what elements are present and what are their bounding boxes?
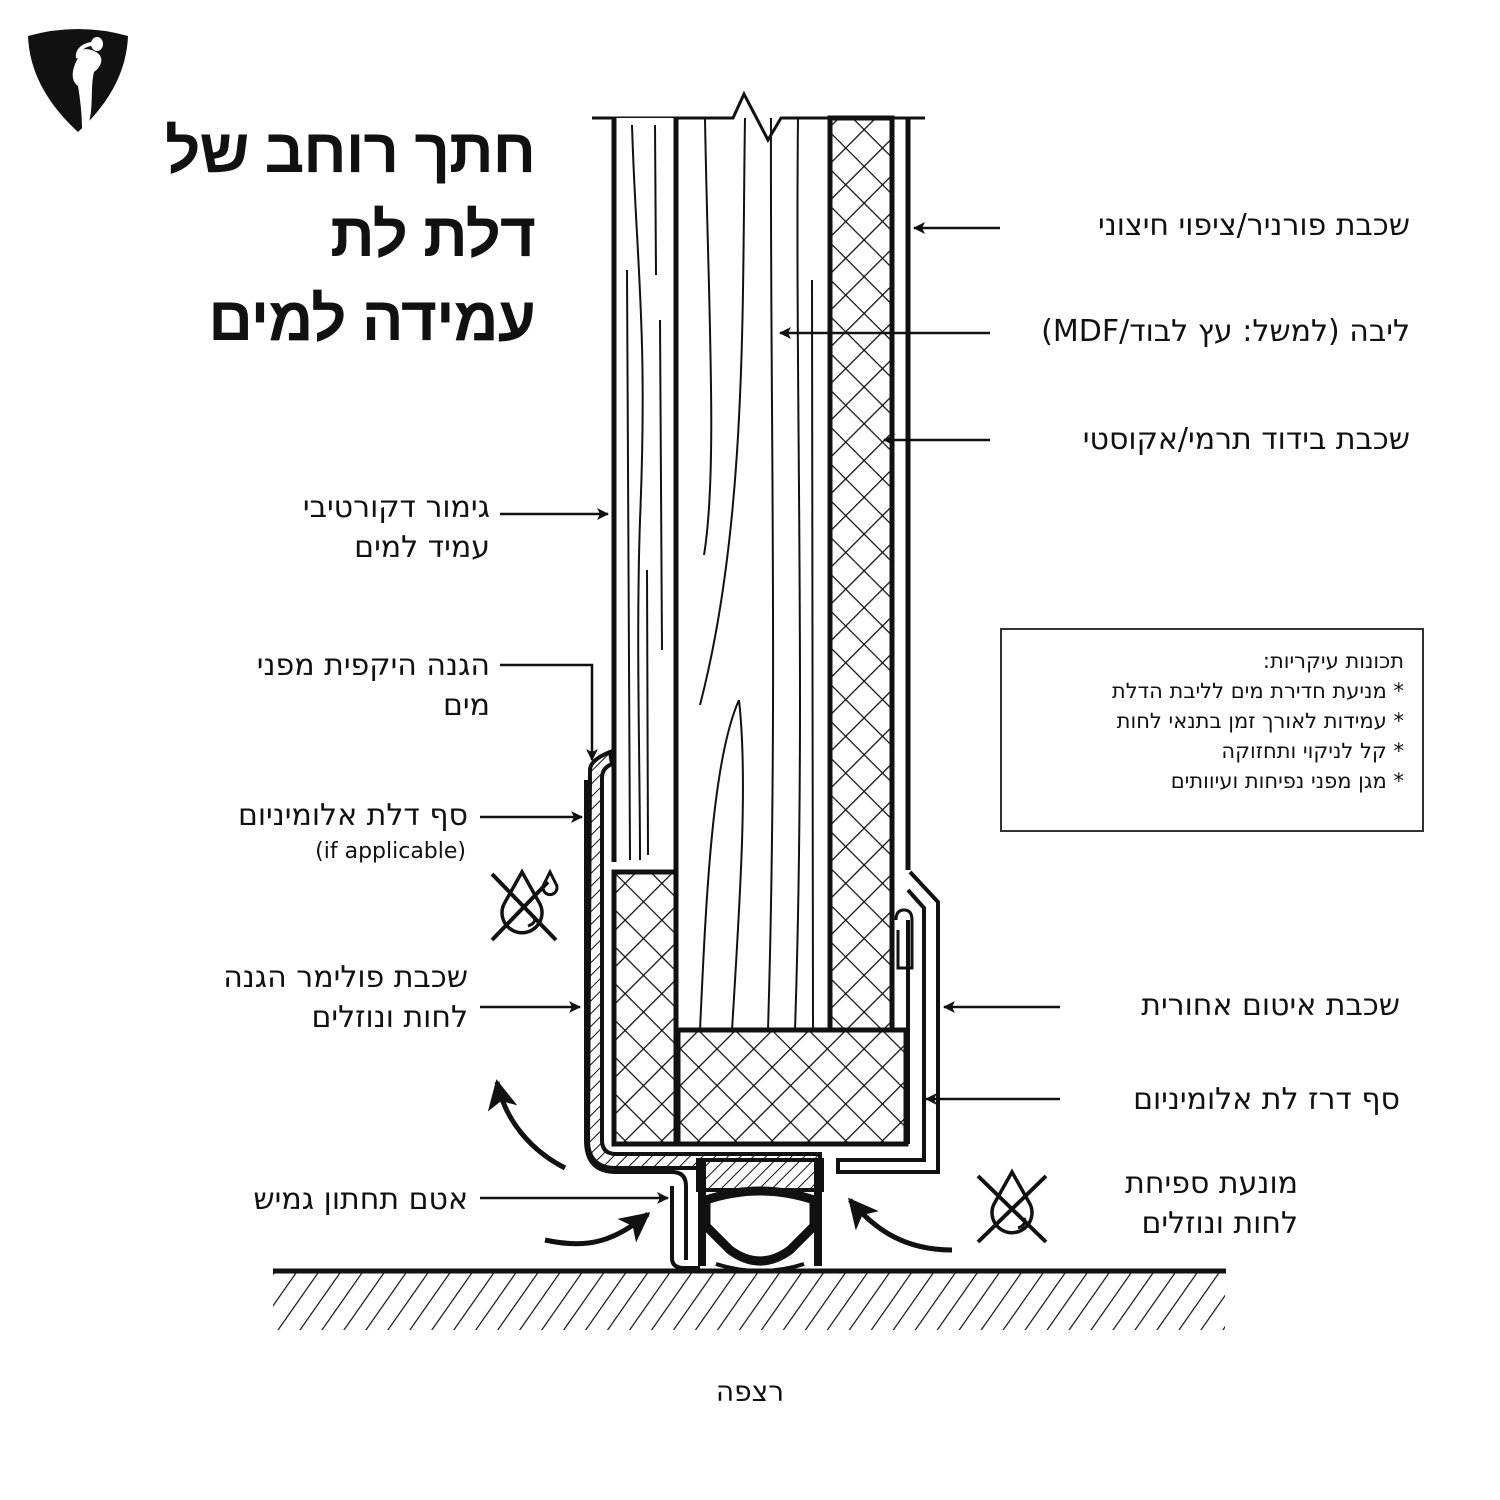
leader-lines <box>480 222 1060 1204</box>
feature-item: * מגן מפני נפיחות ועיוותים <box>1170 769 1404 793</box>
label-aluminum-sill-note: (if applicable) <box>315 839 466 864</box>
insulation-layer <box>827 115 895 1033</box>
no-water-drop-icon <box>972 1166 1052 1246</box>
features-heading: תכונות עיקריות: <box>1262 649 1404 673</box>
polymer-protection-layer <box>611 869 679 1147</box>
flexible-bottom-seal <box>696 1158 824 1273</box>
page-title: חתך רוחב של דלת לת עמידה למים <box>120 110 536 362</box>
title-line-2: דלת לת <box>330 201 536 270</box>
bottom-seal-block <box>675 1027 909 1147</box>
logo <box>26 28 130 134</box>
label-threshold: סף דרז לת אלומיניום <box>1133 1082 1400 1117</box>
right-threshold-profile <box>836 870 940 1174</box>
label-bottom-seal: אטם תחתון גמיש <box>253 1182 468 1217</box>
break-line <box>592 90 925 144</box>
label-polymer: שכבת פולימר הגנה לחות ונוזלים <box>223 960 468 1035</box>
floor <box>273 1268 1226 1330</box>
title-line-3: עמידה למים <box>208 285 536 354</box>
label-rear-seal: שכבת איטום אחורית <box>1141 988 1400 1023</box>
label-perimeter: הגנה היקפית מפני מים <box>256 648 490 723</box>
core-layer <box>699 117 814 1031</box>
title-line-1: חתך רוחב של <box>165 117 536 186</box>
water-flow-arrows <box>487 1079 953 1253</box>
label-prevents-absorption: מונעת ספיחת לחות ונוזלים <box>1125 1166 1298 1241</box>
label-insulation: שכבת בידוד תרמי/אקוסטי <box>1082 422 1410 457</box>
key-features-box: תכונות עיקריות: * מניעת חדירת מים לליבת … <box>1000 628 1424 832</box>
decorative-finish-layer <box>611 118 679 1030</box>
shield-figure-logo-icon <box>28 29 128 132</box>
label-core: ליבה (למשל: עץ לבוד/MDF) <box>1041 314 1410 349</box>
feature-item: * מניעת חדירת מים לליבת הדלת <box>1111 679 1404 703</box>
no-water-drop-icon <box>486 864 566 944</box>
label-aluminum-sill: סף דלת אלומיניום <box>237 798 468 833</box>
label-veneer: שכבת פורניר/ציפוי חיצוני <box>1098 208 1410 243</box>
feature-item: * קל לניקוי ותחזוקה <box>1221 739 1404 763</box>
aluminum-sill-profile <box>584 749 822 1270</box>
floor-label: רצפה <box>715 1375 785 1408</box>
feature-item: * עמידות לאורך זמן בתנאי לחות <box>1116 709 1404 733</box>
label-finish: גימור דקורטיבי עמיד למים <box>302 490 490 565</box>
